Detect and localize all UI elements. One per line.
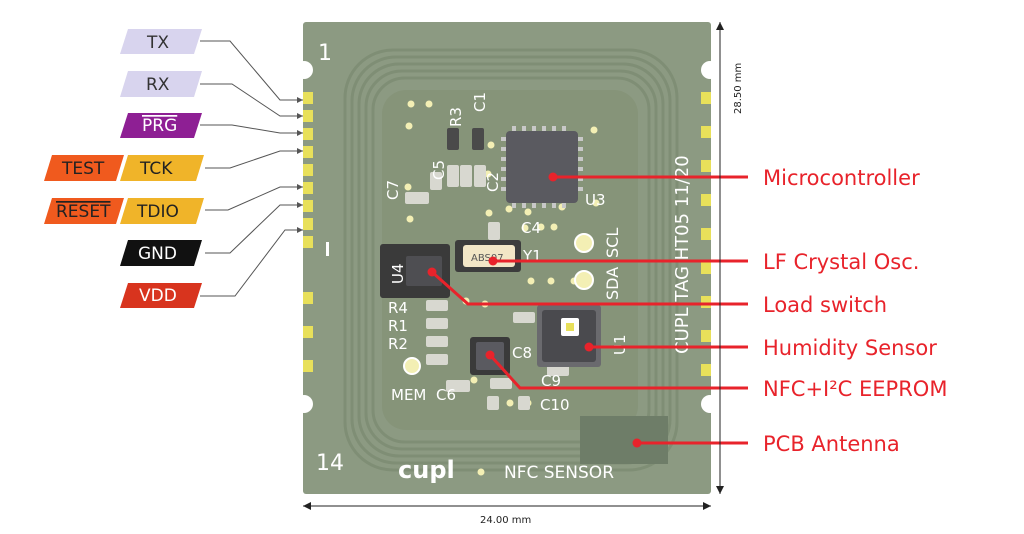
dimension-arrows <box>303 22 724 510</box>
board-hole <box>701 61 719 79</box>
pin-text: PRG <box>142 116 177 136</box>
pin-label-test: TEST <box>44 155 124 181</box>
ref-c7: C7 <box>384 180 402 200</box>
pin-text: RESET <box>56 202 111 222</box>
pin-badge <box>120 71 202 97</box>
width-dimension: 24.00 mm <box>480 515 531 526</box>
pin-label-tdio: TDIO <box>120 198 204 224</box>
passive-components <box>405 128 569 410</box>
sda-label: SDA <box>603 267 622 300</box>
ref-c4: C4 <box>521 219 541 237</box>
crystal-marking: ABS07 <box>471 253 504 264</box>
callout-crystal: LF Crystal Osc. <box>763 250 919 274</box>
ref-r3: R3 <box>447 107 465 127</box>
pin-label-vdd: VDD <box>120 283 202 308</box>
pcb-antenna-area <box>580 416 668 464</box>
test-point-scl <box>574 233 594 253</box>
right-pads <box>701 92 711 376</box>
pin-badge <box>44 198 124 224</box>
ref-r4: R4 <box>388 299 408 317</box>
ref-c1: C1 <box>471 92 489 112</box>
pin-badge <box>120 240 202 266</box>
pin-label-gnd: GND <box>120 240 202 266</box>
pin-text: TEST <box>61 159 105 179</box>
callout-lines <box>431 175 748 445</box>
pin-badge <box>120 283 202 308</box>
pin-label-reset: RESET <box>44 198 124 224</box>
mem-label: MEM <box>391 386 426 404</box>
callout-dots <box>427 172 642 448</box>
pin-badge <box>44 155 124 181</box>
ref-u1: U1 <box>611 334 629 355</box>
board-name: NFC SENSOR <box>504 463 614 483</box>
callout-pcb-antenna: PCB Antenna <box>763 432 900 456</box>
pin-text: TX <box>146 33 169 53</box>
ref-r2: R2 <box>388 335 408 353</box>
ref-c10: C10 <box>540 396 570 414</box>
ref-c9: C9 <box>541 372 561 390</box>
humidity-sensor-window-inner <box>566 323 574 331</box>
pin-text: VDD <box>139 286 177 306</box>
pin-badge <box>120 155 204 181</box>
mcu-pins <box>501 126 583 208</box>
silk-mark <box>326 242 329 256</box>
pin-text: GND <box>138 244 177 264</box>
pin-text: TDIO <box>136 202 179 222</box>
dimension-lines <box>303 22 721 507</box>
pin-label-prg: PRG <box>120 113 202 138</box>
pin-leader-lines <box>200 40 303 297</box>
pin14-label: 14 <box>316 451 344 476</box>
callout-eeprom: NFC+I²C EEPROM <box>763 377 947 401</box>
board-hole <box>295 395 313 413</box>
test-point-sda <box>574 270 594 290</box>
ref-u3: U3 <box>585 191 606 209</box>
pin-label-tx: TX <box>120 29 202 54</box>
pin-text: RX <box>146 75 170 95</box>
microcontroller-chip <box>506 131 578 203</box>
pin-badge <box>120 198 204 224</box>
pin-leader-arrows <box>297 97 303 233</box>
pin-label-tck: TCK <box>120 155 204 181</box>
callout-humidity-sensor: Humidity Sensor <box>763 336 937 360</box>
pin-badge <box>120 29 202 54</box>
pin-badge <box>120 113 202 138</box>
scl-label: SCL <box>603 228 622 258</box>
left-pads <box>303 92 313 372</box>
pin1-label: 1 <box>318 41 332 66</box>
pin-label-rx: RX <box>120 71 202 97</box>
height-dimension: 28.50 mm <box>733 63 744 114</box>
ref-c2: C2 <box>484 172 502 192</box>
brand-logo: cupl <box>398 456 455 484</box>
ref-r1: R1 <box>388 317 408 335</box>
ref-c8: C8 <box>512 344 532 362</box>
board-hole <box>701 395 719 413</box>
test-point-mem <box>403 357 421 375</box>
ref-u4: U4 <box>389 263 407 284</box>
ref-c6: C6 <box>436 386 456 404</box>
callout-microcontroller: Microcontroller <box>763 166 920 190</box>
side-label: CUPL TAG HT05 11/20 <box>672 155 693 354</box>
callout-load-switch: Load switch <box>763 293 887 317</box>
ref-c5: C5 <box>430 160 448 180</box>
load-switch-chip <box>406 256 442 286</box>
pin-text: TCK <box>139 159 173 179</box>
board-hole <box>295 61 313 79</box>
